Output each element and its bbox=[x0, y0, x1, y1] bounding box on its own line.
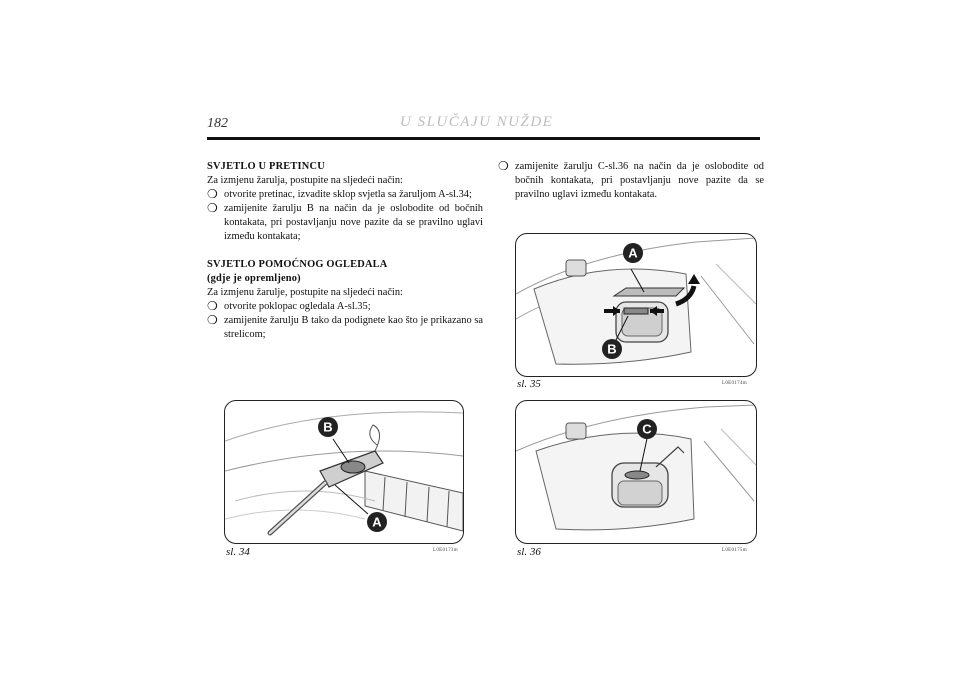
bullet-icon: ❍ bbox=[207, 299, 218, 313]
list-item-text: zamijenite žarulju B na način da je oslo… bbox=[224, 203, 483, 242]
glovebox-light-illustration bbox=[225, 411, 463, 536]
list-item-text: zamijenite žarulju B tako da podignete k… bbox=[224, 315, 483, 340]
bullet-icon: ❍ bbox=[207, 313, 218, 327]
mirror-bulb-illustration bbox=[516, 404, 756, 531]
label-b: B bbox=[607, 342, 616, 357]
section-heading-glovebox-light: SVJETLO U PRETINCU bbox=[207, 161, 325, 172]
right-column: ❍ zamijenite žarulju C-sl.36 na način da… bbox=[498, 159, 764, 202]
header-rule bbox=[207, 137, 760, 140]
list-item-text: zamijenite žarulju C-sl.36 na način da j… bbox=[515, 161, 764, 200]
intro-text: Za izmjenu žarulje, postupite na sljedeć… bbox=[207, 287, 403, 298]
label-a-badge: A bbox=[623, 243, 643, 263]
label-a: A bbox=[372, 515, 382, 530]
figure-caption: sl. 35 bbox=[517, 378, 541, 390]
figure-caption: sl. 34 bbox=[226, 546, 250, 558]
figure-code: L0E0173m bbox=[433, 548, 458, 553]
label-b: B bbox=[323, 420, 332, 435]
figure-code: L0E0175m bbox=[722, 548, 747, 553]
bullet-icon: ❍ bbox=[498, 159, 509, 173]
section-title: U SLUČAJU NUŽDE bbox=[400, 114, 554, 130]
mirror-cover-illustration bbox=[516, 237, 756, 365]
list-item: ❍ zamijenite žarulju C-sl.36 na način da… bbox=[498, 159, 764, 202]
figure-36-mirror-bulb: C bbox=[515, 400, 757, 544]
figure-34-glovebox-light: B A bbox=[224, 400, 464, 544]
bullet-icon: ❍ bbox=[207, 201, 218, 215]
list-item: ❍ otvorite pretinac, izvadite sklop svje… bbox=[207, 187, 483, 202]
label-a-badge: A bbox=[367, 512, 387, 532]
list-item: ❍ zamijenite žarulju B na način da je os… bbox=[207, 201, 483, 244]
bullet-icon: ❍ bbox=[207, 187, 218, 201]
list-item: ❍ otvorite poklopac ogledala A-sl.35; bbox=[207, 299, 483, 314]
label-c: C bbox=[642, 422, 652, 437]
left-column: SVJETLO U PRETINCU Za izmjenu žarulja, p… bbox=[207, 160, 483, 342]
label-b-badge: B bbox=[602, 339, 622, 359]
label-a: A bbox=[628, 246, 638, 261]
figure-code: L0E0174m bbox=[722, 381, 747, 386]
intro-text: Za izmjenu žarulja, postupite na sljedeć… bbox=[207, 175, 403, 186]
label-c-badge: C bbox=[637, 419, 657, 439]
label-b-badge: B bbox=[318, 417, 338, 437]
list-item: ❍ zamijenite žarulju B tako da podignete… bbox=[207, 313, 483, 342]
figure-caption: sl. 36 bbox=[517, 546, 541, 558]
list-item-text: otvorite pretinac, izvadite sklop svjetl… bbox=[224, 189, 472, 200]
section-subheading: (gdje je opremljeno) bbox=[207, 273, 301, 284]
page-number: 182 bbox=[207, 116, 228, 131]
list-item-text: otvorite poklopac ogledala A-sl.35; bbox=[224, 301, 371, 312]
figure-35-mirror-open: A B bbox=[515, 233, 757, 377]
section-heading-mirror-light: SVJETLO POMOĆNOG OGLEDALA bbox=[207, 259, 388, 270]
